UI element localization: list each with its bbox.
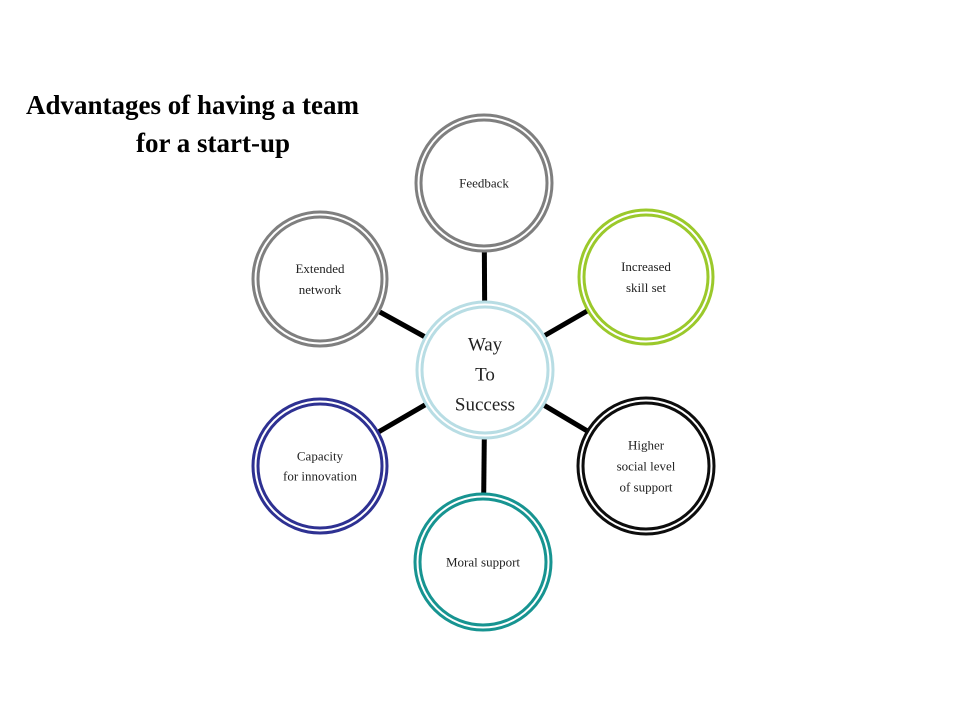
node-feedback-inner-ring <box>419 118 549 248</box>
node-higher-social-level-of-support-label-line-1: Higher <box>628 438 665 453</box>
center-node-label-line-2: To <box>475 365 495 386</box>
node-moral-support-label-line-1: Moral support <box>446 555 520 570</box>
node-increased-skill-set-outer-ring <box>577 208 715 346</box>
page-title-line-2: for a start-up <box>136 128 290 158</box>
node-higher-social-level-of-support-label-line-3: of support <box>619 480 672 495</box>
node-capacity-for-innovation-inner-ring <box>256 402 384 530</box>
node-increased-skill-set: Increased skill set <box>577 208 715 346</box>
node-capacity-for-innovation-outer-ring <box>251 397 389 535</box>
center-node-label-line-1: Way <box>468 335 503 356</box>
node-moral-support-inner-ring <box>418 497 548 627</box>
node-higher-social-level-of-support-outer-ring <box>576 396 716 536</box>
node-increased-skill-set-label-line-2: skill set <box>626 280 666 295</box>
node-extended-network-label-line-2: network <box>299 282 342 297</box>
node-increased-skill-set-inner-ring <box>582 213 710 341</box>
connector-capacity-for-innovation <box>374 401 430 436</box>
page-title: Advantages of having a team for a start-… <box>20 86 440 162</box>
node-higher-social-level-of-support: Higher social level of support <box>576 396 716 536</box>
node-capacity-for-innovation: Capacity for innovation <box>251 397 389 535</box>
connectors <box>374 248 591 497</box>
connector-higher-social-level-of-support <box>540 401 591 435</box>
center-node-outer-ring <box>415 300 555 440</box>
node-extended-network-inner-ring <box>256 215 384 343</box>
center-node-label-line-3: Success <box>455 395 515 416</box>
node-extended-network: Extended network <box>251 210 389 348</box>
connector-extended-network <box>375 308 429 341</box>
node-feedback-label-line-1: Feedback <box>459 176 509 191</box>
center-node-inner-ring <box>420 305 550 435</box>
node-increased-skill-set-label-line-1: Increased <box>621 259 671 274</box>
node-extended-network-label-line-1: Extended <box>295 261 345 276</box>
node-capacity-for-innovation-label-line-2: for innovation <box>283 469 358 484</box>
node-moral-support: Moral support <box>413 492 553 632</box>
connector-increased-skill-set <box>540 307 591 340</box>
node-capacity-for-innovation-label-line-1: Capacity <box>297 449 344 464</box>
node-extended-network-outer-ring <box>251 210 389 348</box>
page-title-line-1: Advantages of having a team <box>26 90 360 120</box>
connector-moral-support <box>481 435 487 497</box>
node-moral-support-outer-ring <box>413 492 553 632</box>
node-feedback: Feedback <box>414 113 554 253</box>
node-feedback-outer-ring <box>414 113 554 253</box>
node-higher-social-level-of-support-inner-ring <box>581 401 711 531</box>
node-higher-social-level-of-support-label-line-2: social level <box>617 459 676 474</box>
